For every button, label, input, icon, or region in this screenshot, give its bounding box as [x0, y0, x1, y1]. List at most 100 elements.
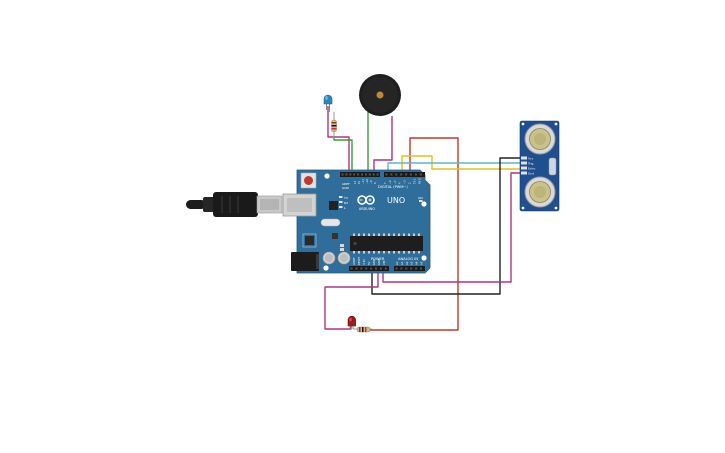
usb-cable[interactable] — [186, 192, 283, 217]
chip-pin — [353, 251, 355, 254]
red-led[interactable] — [347, 315, 356, 330]
header-pin[interactable] — [415, 267, 418, 270]
header-pin[interactable] — [419, 173, 422, 176]
transducer-bottom — [524, 176, 556, 208]
blue-led[interactable] — [323, 94, 333, 112]
chip-pins-top — [353, 233, 420, 236]
wire-blue-led-to-pin[interactable] — [327, 106, 350, 172]
led-l-label: L — [344, 206, 346, 210]
capacitors — [322, 251, 351, 265]
header-pin[interactable] — [385, 173, 388, 176]
chip-pin — [393, 233, 395, 236]
header-digital-label: DIGITAL (PWM~) — [378, 185, 408, 189]
header-pin[interactable] — [345, 173, 348, 176]
header-pin[interactable] — [384, 267, 387, 270]
header-pin[interactable] — [353, 173, 356, 176]
digital-pin-label: ~9 — [370, 180, 373, 184]
analog-pin-label: A2 — [405, 261, 409, 265]
digital-pin-label: ~6 — [389, 180, 392, 184]
header-pin[interactable] — [355, 267, 358, 270]
header-pin[interactable] — [376, 173, 379, 176]
chip-pin — [363, 233, 365, 236]
atmega328p-chip — [350, 236, 423, 251]
header-pin[interactable] — [379, 267, 382, 270]
transducer-top — [524, 123, 556, 155]
header-pin[interactable] — [349, 173, 352, 176]
label-gnd-power-2: GND — [377, 259, 381, 265]
chip-pin — [363, 251, 365, 254]
chip-pin — [373, 233, 375, 236]
sensor-pin-trig: Trig — [527, 161, 533, 165]
header-pin[interactable] — [400, 173, 403, 176]
digital-pin-label: ~10 — [366, 178, 369, 184]
chip-pins-bottom — [353, 251, 420, 254]
header-pin[interactable] — [420, 267, 422, 270]
chip-pin — [413, 233, 415, 236]
header-pin[interactable] — [341, 173, 344, 176]
analog-pin-label: A1 — [400, 261, 404, 265]
red-led-resistor[interactable] — [353, 326, 372, 333]
label-3v3: 3.3V — [362, 259, 366, 265]
wire-magenta-power[interactable] — [382, 172, 522, 283]
header-pin[interactable] — [350, 267, 353, 270]
digital-pin-label: TX 1 — [413, 178, 416, 184]
header-pin[interactable] — [361, 173, 363, 176]
piezo-buzzer[interactable] — [359, 74, 401, 116]
header-power-label: POWER — [371, 257, 385, 261]
header-pin[interactable] — [405, 267, 408, 270]
header-pin[interactable] — [364, 173, 367, 176]
digital-pin-label: 8 — [374, 182, 377, 184]
wires — [324, 106, 522, 331]
digital-pin-label: 2 — [409, 182, 412, 184]
arduino-logo — [357, 195, 375, 205]
header-pin[interactable] — [357, 173, 360, 176]
chip-pin — [373, 251, 375, 254]
chip-pin — [383, 233, 385, 236]
header-pin[interactable] — [395, 173, 398, 176]
header-pin[interactable] — [370, 267, 373, 270]
header-pin[interactable] — [360, 267, 363, 270]
led-tx-label: TX — [343, 196, 348, 200]
analog-pin-label: A3 — [410, 261, 414, 265]
chip-pin — [408, 233, 410, 236]
wire-sensor-trig-yellow[interactable] — [401, 155, 522, 172]
label-ioref: IOREF — [352, 257, 356, 265]
label-vin: VIN — [382, 260, 386, 265]
reset-button[interactable] — [300, 172, 317, 189]
header-pin[interactable] — [390, 173, 393, 176]
digital-pin-label: RX 0 — [418, 178, 421, 184]
chip-pin — [378, 233, 380, 236]
header-pin[interactable] — [395, 267, 398, 270]
digital-pin-label: ~5 — [394, 180, 397, 184]
label-reset: RESET — [357, 256, 361, 265]
header-pin[interactable] — [368, 173, 371, 176]
digital-pin-label: 7 — [384, 182, 387, 184]
header-pin[interactable] — [365, 267, 368, 270]
analog-pin-label: A0 — [395, 261, 399, 265]
header-pin[interactable] — [410, 173, 412, 176]
header-pin[interactable] — [410, 267, 413, 270]
power-pin-labels: IOREF RESET 3.3V 5V GND GND VIN — [352, 256, 386, 265]
wire-magenta-red-led[interactable] — [324, 271, 379, 330]
header-pin[interactable] — [414, 173, 417, 176]
chip-pin — [413, 251, 415, 254]
chip-pin — [368, 233, 370, 236]
header-pin[interactable] — [375, 267, 377, 270]
chip-pin — [378, 251, 380, 254]
header-pin[interactable] — [405, 173, 408, 176]
analog-pin-label: A4 — [415, 261, 419, 265]
wire-sensor-vcc-red[interactable] — [370, 137, 459, 331]
label-5v: 5V — [367, 261, 371, 265]
header-pin[interactable] — [400, 267, 403, 270]
blue-led-resistor[interactable] — [331, 112, 337, 138]
ultrasonic-sensor[interactable]: Vcc Trig Echo Gnd — [519, 120, 560, 212]
header-pin[interactable] — [372, 173, 375, 176]
wire-sensor-echo-cyan[interactable] — [387, 162, 522, 172]
chip-pin — [388, 251, 390, 254]
wire-buzzer-magenta[interactable] — [373, 116, 393, 172]
sensor-pin-vcc: Vcc — [528, 156, 534, 160]
